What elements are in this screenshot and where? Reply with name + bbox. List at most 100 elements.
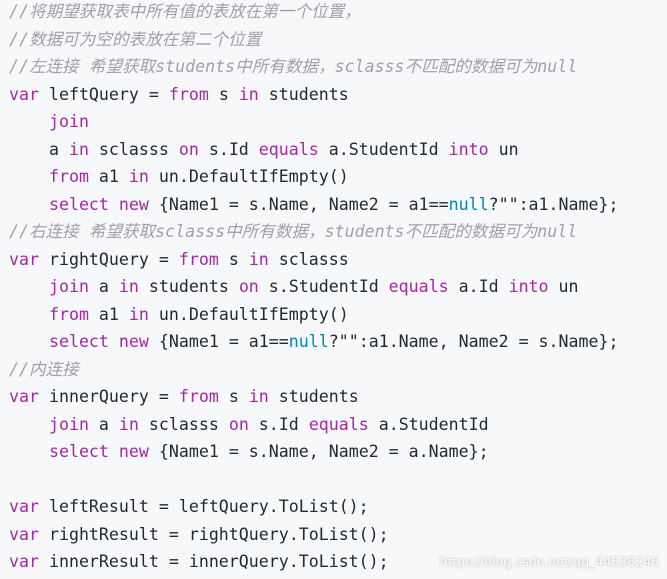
code-token-keyword: in xyxy=(118,414,139,434)
code-token-keyword: join xyxy=(48,112,89,131)
code-token-plain: leftQuery = xyxy=(38,84,169,104)
code-token-plain: ?"":a1.Name}; xyxy=(488,194,619,214)
watermark: https://blog.csdn.net/qq_44538246 xyxy=(439,554,659,569)
code-line: //将期望获取表中所有值的表放在第一个位置， xyxy=(9,0,667,26)
code-token-plain: ?"":a1.Name, Name2 = s.Name}; xyxy=(328,332,619,351)
code-token-keyword: join xyxy=(48,414,89,434)
code-token-keyword: join xyxy=(48,277,89,296)
code-token-plain xyxy=(109,332,119,351)
code-token-plain xyxy=(109,442,119,461)
code-line: a in sclasss on s.Id equals a.StudentId … xyxy=(9,136,667,164)
code-token-keyword: into xyxy=(448,139,489,159)
code-token-keyword: var xyxy=(9,387,39,406)
code-token-plain: rightResult = rightQuery.ToList(); xyxy=(38,524,389,544)
code-token-plain: students xyxy=(268,387,359,406)
code-indent xyxy=(9,305,49,324)
code-token-keyword: from xyxy=(178,387,219,406)
code-token-keyword: select xyxy=(48,194,109,214)
code-lines: //将期望获取表中所有值的表放在第一个位置， //数据可为空的表放在第二个位置 //… xyxy=(9,0,667,576)
code-token-keyword: from xyxy=(168,84,209,104)
code-indent xyxy=(9,195,49,214)
code-indent xyxy=(9,332,49,351)
code-token-keyword: in xyxy=(238,84,259,104)
code-token-plain: s.StudentId xyxy=(258,277,389,296)
code-indent xyxy=(9,140,49,159)
code-line: join a in sclasss on s.Id equals a.Stude… xyxy=(9,411,667,439)
code-line: //数据可为空的表放在第二个位置 xyxy=(9,26,667,54)
code-token-plain: {Name1 = a1== xyxy=(148,332,289,351)
code-line: var rightResult = rightQuery.ToList(); xyxy=(9,521,667,549)
code-token-keyword: var xyxy=(9,497,39,516)
code-line: join xyxy=(9,108,667,136)
code-token-keyword: in xyxy=(128,167,149,186)
code-token-keyword: var xyxy=(9,249,39,269)
code-token-plain: s.Id xyxy=(198,139,259,159)
code-token-plain: {Name1 = s.Name, Name2 = a.Name}; xyxy=(148,442,489,461)
code-line: //右连接 希望获取sclasss中所有数据，students不匹配的数据可为n… xyxy=(9,218,667,246)
code-token-keyword: select xyxy=(48,442,109,461)
code-line: from a1 in un.DefaultIfEmpty() xyxy=(9,301,667,329)
code-token-keyword: in xyxy=(118,277,139,296)
code-token-plain: a xyxy=(88,277,119,296)
code-token-plain: s xyxy=(218,249,249,269)
code-token-keyword: on xyxy=(238,277,259,296)
code-token-keyword: on xyxy=(228,414,249,434)
code-token-plain: {Name1 = s.Name, Name2 = a1== xyxy=(148,194,449,214)
code-token-keyword: var xyxy=(9,524,39,544)
code-token-keyword: select xyxy=(48,332,109,351)
code-line: select new {Name1 = s.Name, Name2 = a1==… xyxy=(9,191,667,219)
code-token-plain: s xyxy=(208,84,239,104)
code-token-keyword: in xyxy=(248,387,269,406)
code-indent xyxy=(9,415,49,434)
code-line: var innerResult = innerQuery.ToList(); xyxy=(9,548,667,576)
code-token-literal: null xyxy=(288,332,329,351)
code-line: var leftQuery = from s in students xyxy=(9,81,667,109)
code-token-plain: rightQuery = xyxy=(38,249,179,269)
code-token-plain: a1 xyxy=(88,167,129,186)
code-token-comment: //左连接 希望获取students中所有数据，sclasss不匹配的数据可为n… xyxy=(9,57,578,76)
code-token-plain: innerResult = innerQuery.ToList(); xyxy=(38,552,389,571)
code-token-plain: un xyxy=(488,139,519,159)
code-token-plain: un.DefaultIfEmpty() xyxy=(148,304,349,324)
code-token-comment: //内连接 xyxy=(9,359,79,379)
code-line: //左连接 希望获取students中所有数据，sclasss不匹配的数据可为n… xyxy=(9,53,667,81)
code-line xyxy=(9,466,667,494)
code-token-keyword: in xyxy=(68,139,89,159)
code-token-keyword: new xyxy=(118,194,149,214)
code-token-keyword: from xyxy=(48,167,89,186)
code-token-plain: a xyxy=(88,414,119,434)
code-line: //内连接 xyxy=(9,356,667,384)
code-line: select new {Name1 = a1==null?"":a1.Name,… xyxy=(9,328,667,356)
code-line: var innerQuery = from s in students xyxy=(9,383,667,411)
code-token-comment: //将期望获取表中所有值的表放在第一个位置， xyxy=(9,2,361,21)
code-token-plain: innerQuery = xyxy=(38,387,179,406)
code-token-plain: sclasss xyxy=(88,139,179,159)
code-token-keyword: equals xyxy=(258,139,319,159)
code-token-plain: a xyxy=(48,139,69,159)
code-token-keyword: from xyxy=(178,249,219,269)
code-token-plain: s xyxy=(218,387,249,406)
code-token-plain: a.Id xyxy=(448,277,509,296)
code-token-keyword: from xyxy=(48,304,89,324)
code-line: join a in students on s.StudentId equals… xyxy=(9,273,667,301)
code-token-keyword: equals xyxy=(308,414,369,434)
code-indent xyxy=(9,167,49,186)
code-token-keyword: new xyxy=(118,442,149,461)
code-token-plain: a.StudentId xyxy=(318,139,449,159)
code-line: var leftResult = leftQuery.ToList(); xyxy=(9,493,667,521)
code-token-plain: students xyxy=(138,277,239,296)
code-token-keyword: var xyxy=(9,84,39,104)
code-token-plain: sclasss xyxy=(138,414,229,434)
code-token-plain: un.DefaultIfEmpty() xyxy=(148,167,349,186)
code-indent xyxy=(9,277,49,296)
code-token-plain: a1 xyxy=(88,304,129,324)
code-line: select new {Name1 = s.Name, Name2 = a.Na… xyxy=(9,438,667,466)
code-token-comment: //数据可为空的表放在第二个位置 xyxy=(9,29,262,49)
code-token-plain: leftResult = leftQuery.ToList(); xyxy=(38,497,369,516)
code-indent xyxy=(9,442,49,461)
code-line: from a1 in un.DefaultIfEmpty() xyxy=(9,163,667,191)
code-indent xyxy=(9,112,49,131)
code-token-keyword: in xyxy=(248,249,269,269)
code-line: var rightQuery = from s in sclasss xyxy=(9,246,667,274)
code-token-keyword: into xyxy=(508,277,549,296)
